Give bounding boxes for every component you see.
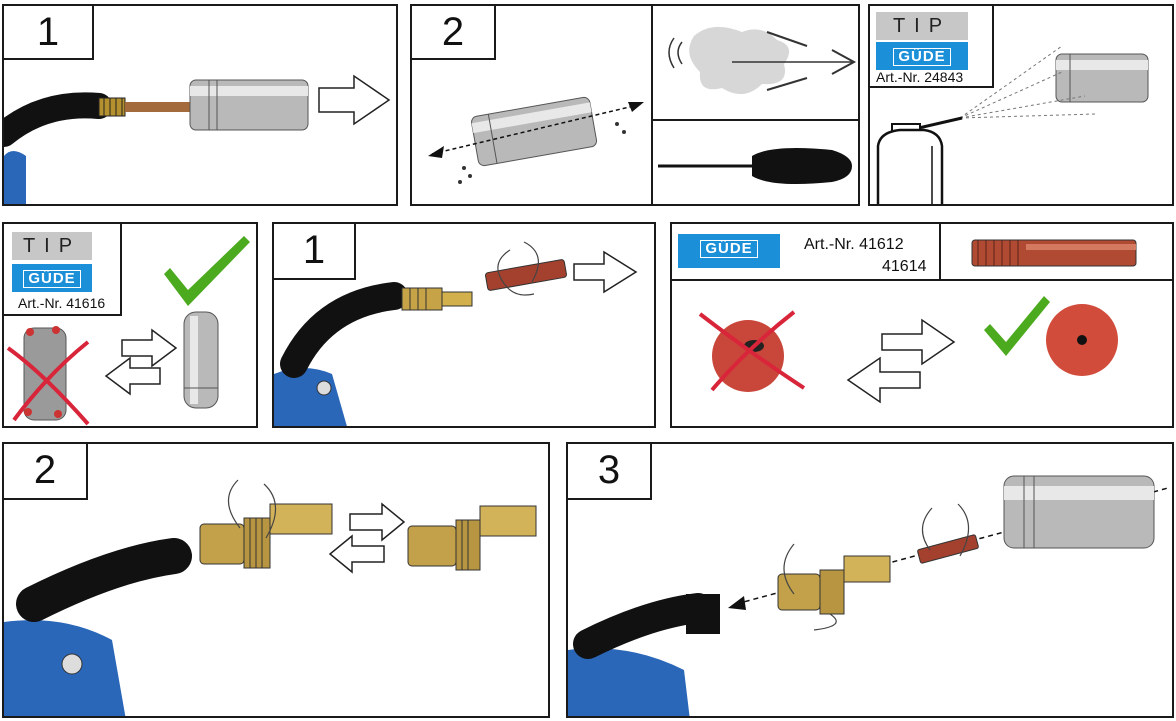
panel-reassemble: 3: [566, 442, 1174, 718]
step-number: 3: [568, 444, 652, 500]
nozzle-icon: [184, 312, 218, 408]
torch-hose-icon: [588, 608, 698, 644]
tip-holder-icon: [402, 288, 442, 310]
gude-logo: GÜDE: [12, 264, 92, 292]
nozzle-icon: [1056, 54, 1148, 102]
panel-tip-nozzle-check: TIP GÜDE Art.-Nr. 41616: [2, 222, 258, 428]
panel-replace-tip-holder: 2: [2, 442, 550, 718]
tip-holder-icon: [778, 556, 890, 614]
torch-hose-icon: [4, 105, 99, 134]
nozzle-icon: [1004, 476, 1154, 548]
nozzle-icon: [471, 96, 598, 166]
panel-remove-nozzle: 1: [2, 4, 398, 206]
gude-logo: GÜDE: [678, 234, 780, 268]
screwdriver-icon: [658, 148, 852, 184]
tip-box: TIP GÜDE Art.-Nr. 41616: [4, 224, 122, 316]
panel-remove-contact-tip: 1: [272, 222, 656, 428]
step-number: 2: [412, 6, 496, 60]
arrow-outline-icon: [882, 320, 954, 364]
tip-holder-icon: [200, 504, 332, 568]
check-icon: [164, 236, 250, 306]
art-nr: 41614: [882, 258, 927, 276]
step-number: 2: [4, 444, 88, 500]
spray-can-icon: [878, 118, 962, 206]
art-nr: Art.-Nr. 24843: [876, 69, 963, 85]
arrow-outline-icon: [330, 536, 384, 572]
torch-hose-icon: [294, 296, 394, 364]
arrow-outline-icon: [350, 504, 404, 540]
art-nr: Art.-Nr. 41616: [18, 295, 105, 311]
air-blast-icon: [669, 27, 854, 94]
panel-contact-tip-wear: GÜDE Art.-Nr. 41612 41614: [670, 222, 1174, 428]
contact-tip-icon: [485, 259, 567, 291]
arrow-outline-icon: [574, 252, 636, 292]
step-number: 1: [4, 6, 94, 60]
panel-clean-nozzle: 2: [410, 4, 860, 206]
nozzle-icon: [190, 80, 308, 130]
art-nr: Art.-Nr. 41612: [804, 236, 904, 254]
arrow-outline-icon: [319, 76, 389, 124]
panel-tip-spray: TIP GÜDE Art.-Nr. 24843: [868, 4, 1174, 206]
contact-tip-icon: [917, 534, 979, 563]
torch-hose-icon: [34, 556, 174, 604]
check-icon: [984, 296, 1050, 356]
tip-label: TIP: [12, 232, 92, 260]
reassemble-illustration: [568, 444, 1174, 718]
tip-box: TIP GÜDE Art.-Nr. 24843: [870, 6, 994, 88]
arrow-outline-icon: [848, 358, 920, 402]
gude-logo: GÜDE: [876, 42, 968, 70]
step-number: 1: [274, 224, 356, 280]
contact-tip-icon: [972, 240, 1136, 266]
tip-label: TIP: [876, 12, 968, 40]
tip-holder-icon: [408, 506, 536, 570]
